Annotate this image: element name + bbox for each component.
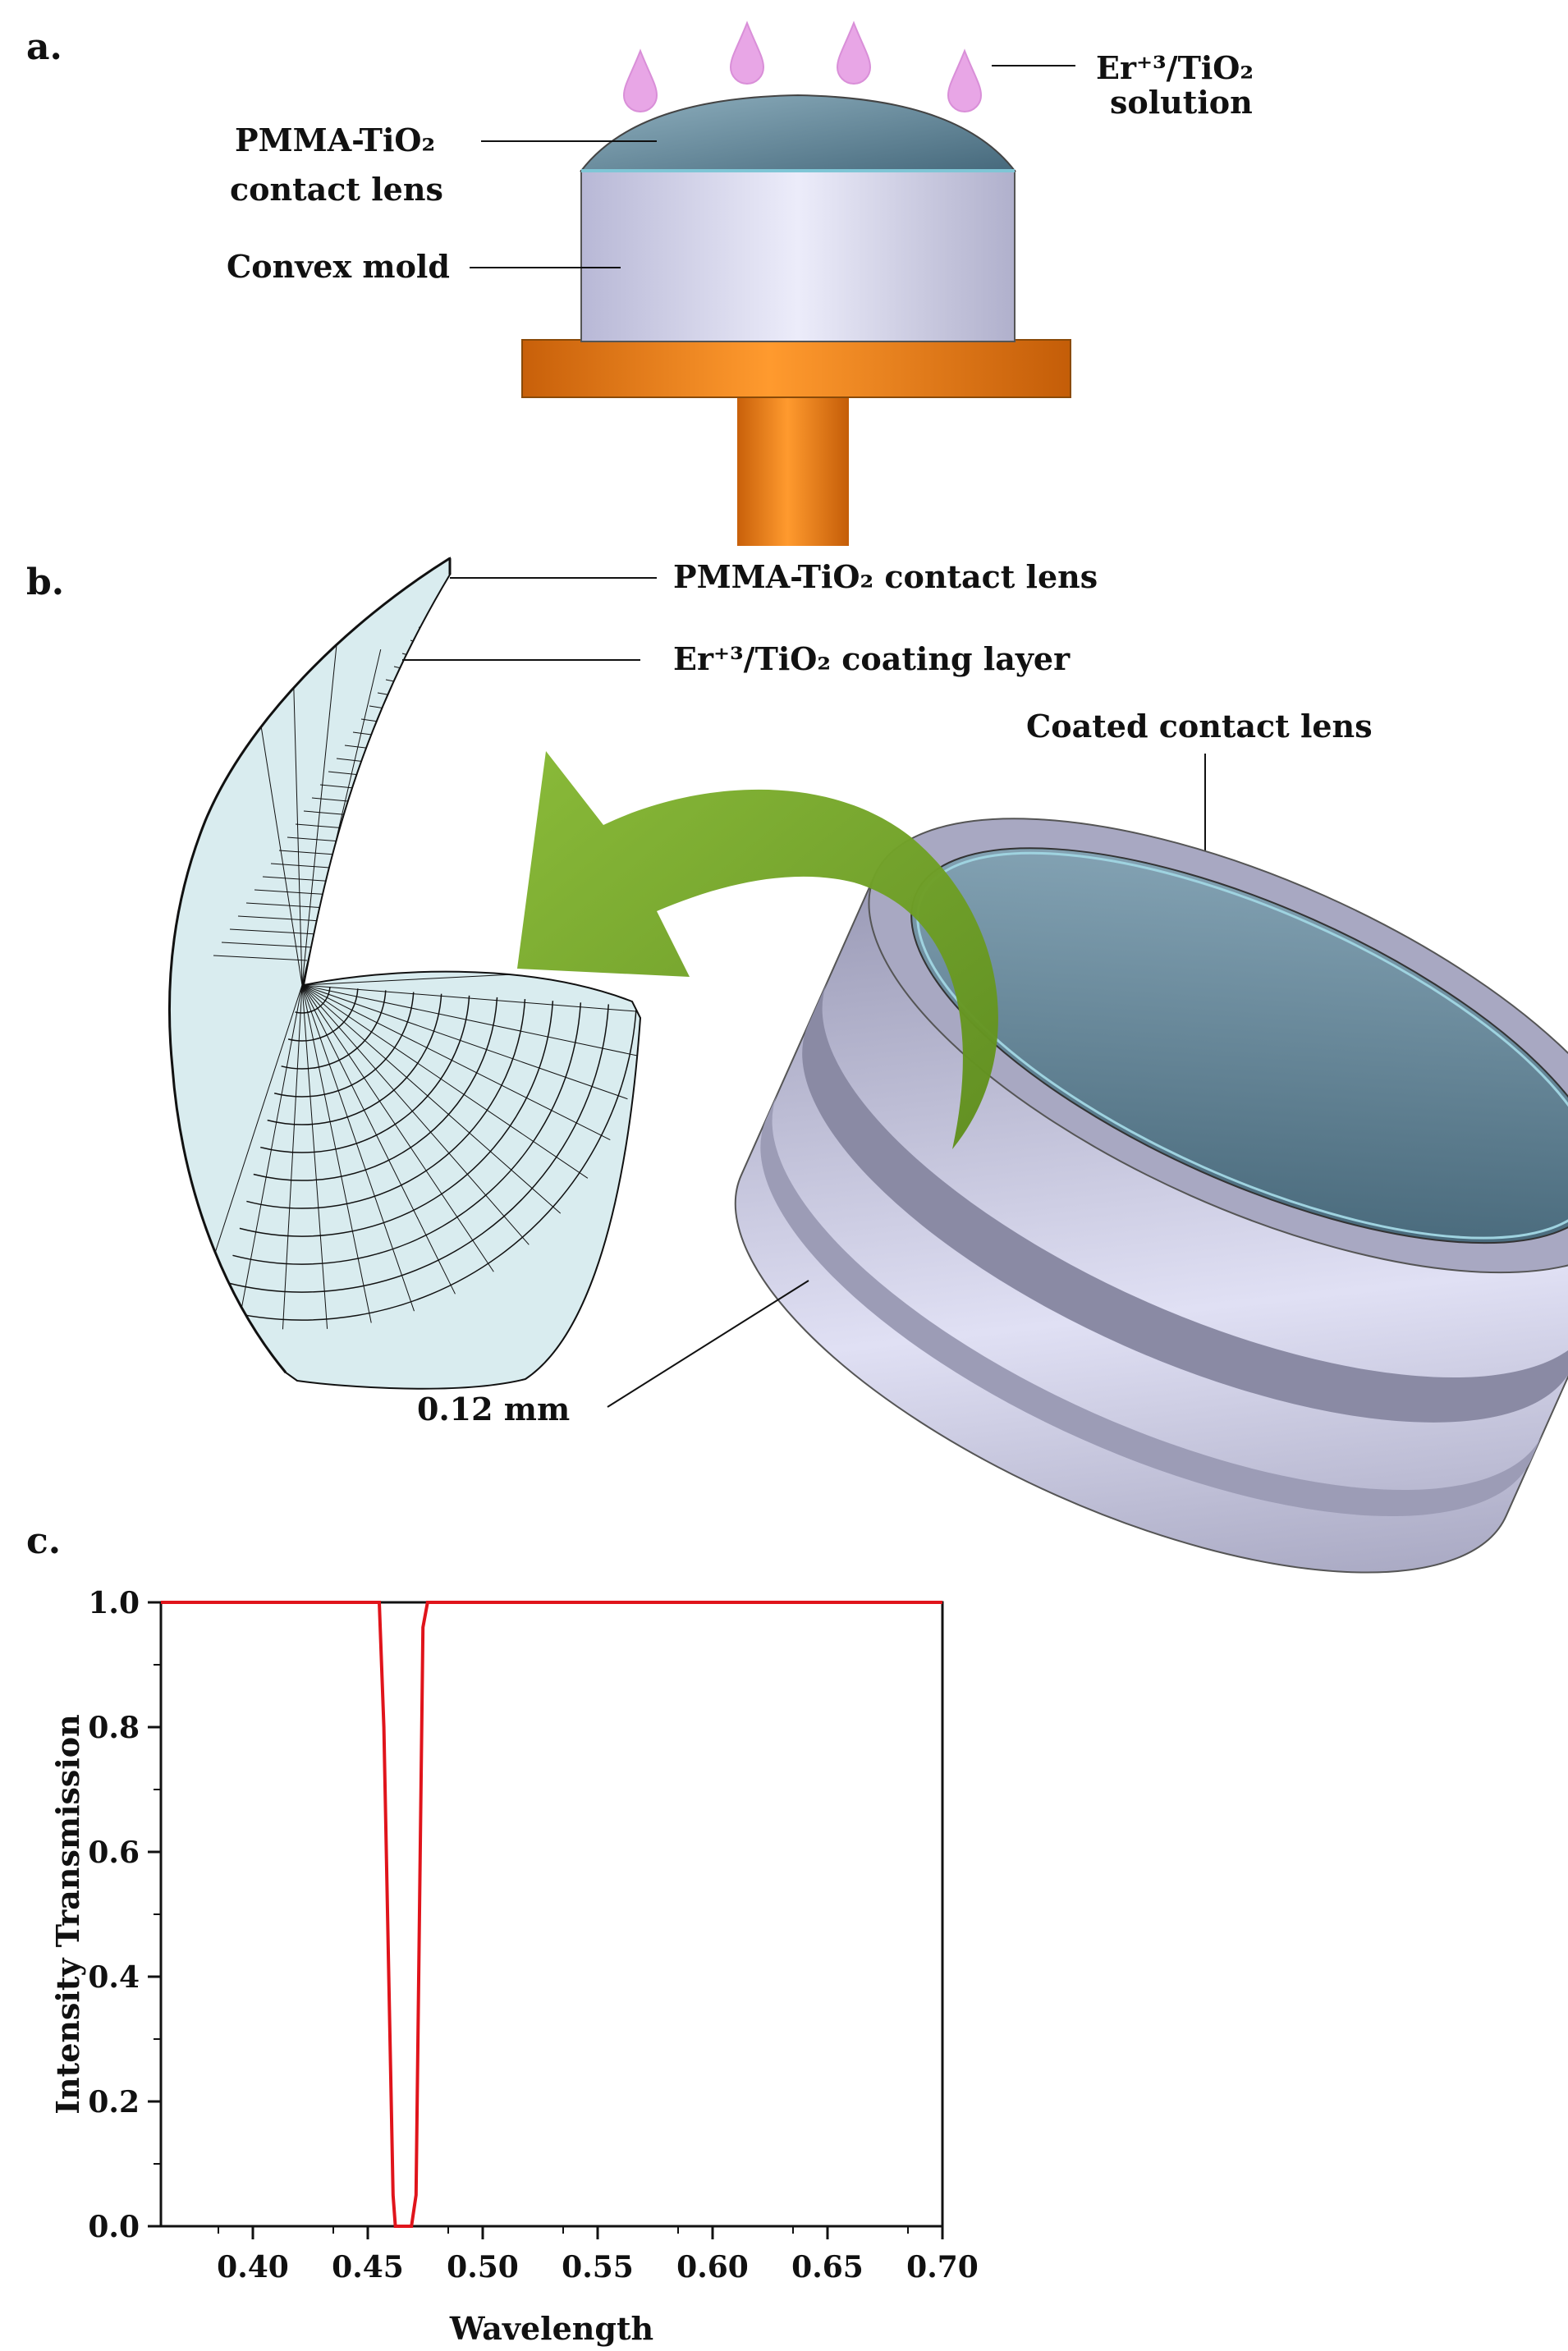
pmma-tio2-contact-lens (579, 94, 1017, 172)
x-axis-label: Wavelength (449, 2310, 653, 2347)
x-tick-label: 0.65 (791, 2250, 864, 2285)
y-tick-label: 0.0 (88, 2210, 140, 2244)
mesh-radial (301, 984, 589, 1179)
plot-frame (159, 1601, 944, 2228)
x-tick-label: 0.40 (217, 2250, 289, 2285)
droplet (729, 21, 765, 85)
mesh-arc (267, 993, 442, 1125)
mold-label: Convex mold (227, 248, 450, 285)
y-tick-label: 0.4 (88, 1960, 140, 1995)
thickness-label: 0.12 mm (417, 1391, 570, 1428)
mesh-arc (239, 1001, 554, 1237)
b-coated-label: Coated contact lens (1026, 708, 1373, 745)
droplet (947, 48, 983, 112)
mesh-slice (213, 955, 308, 961)
mesh-radial (301, 984, 372, 1323)
mesh-radial (291, 640, 303, 986)
mesh-slice (442, 587, 446, 593)
mesh-radial (282, 984, 303, 1330)
solution-label-line2: solution (1110, 84, 1253, 121)
panel-b-label: b. (26, 561, 64, 603)
droplet (836, 21, 872, 85)
mesh-radial (301, 984, 494, 1272)
lens-mesh-cross-section (167, 557, 642, 1390)
lens-label-line2: contact lens (230, 171, 443, 208)
mesh-radial (301, 984, 562, 1214)
coated-contact-lens-3d (734, 818, 1568, 1574)
x-tick-label: 0.70 (906, 2250, 979, 2285)
x-tick-label: 0.45 (332, 2250, 404, 2285)
x-tick-label: 0.50 (447, 2250, 519, 2285)
mesh-slice (237, 915, 323, 922)
mesh-radial (301, 984, 640, 1057)
mesh-arc (246, 999, 526, 1209)
y-tick-label: 0.8 (88, 1711, 140, 1745)
mesh-slice (229, 928, 318, 935)
solution-label-line1: Er⁺³/TiO₂ (1096, 49, 1254, 86)
mesh-arc (273, 992, 415, 1098)
mesh-radial (301, 642, 337, 986)
mesh-arc (260, 995, 470, 1153)
mesh-slice (254, 889, 332, 896)
b-lens-label: PMMA-TiO₂ contact lens (673, 558, 1098, 595)
mesh-radial (238, 984, 303, 1324)
mesh-radial (301, 984, 641, 1013)
panel-a-label: a. (26, 26, 62, 68)
lens-label-line1: PMMA-TiO₂ (235, 121, 435, 158)
mesh-arc (218, 1006, 637, 1321)
mesh-slice (245, 902, 328, 909)
mesh-radial (301, 984, 328, 1329)
mesh-slice (262, 876, 337, 882)
mesh-slice (221, 942, 313, 948)
leader-thickness (607, 1280, 809, 1408)
mesh-radial (301, 984, 530, 1245)
mesh-arc (281, 990, 387, 1070)
series-line (161, 1601, 942, 2228)
green-curved-arrow (517, 751, 998, 1149)
b-coating-label: Er⁺³/TiO₂ coating layer (673, 640, 1071, 677)
mesh-radial (301, 984, 456, 1295)
y-tick-label: 0.6 (88, 1835, 140, 1870)
mold-flange (521, 339, 1071, 398)
x-tick-label: 0.60 (676, 2250, 749, 2285)
mesh-arc (253, 997, 498, 1181)
y-axis-label: Intensity Transmission (49, 1714, 86, 2114)
mesh-slice (426, 613, 436, 620)
droplet (622, 48, 658, 112)
panel-c-label: c. (26, 1520, 61, 1562)
mold-stem (737, 394, 849, 546)
mesh-radial (301, 984, 611, 1141)
y-tick-label: 0.2 (88, 2085, 140, 2120)
mesh-arc (225, 1004, 610, 1293)
y-tick-label: 1.0 (88, 1586, 140, 1620)
solution-droplets (622, 21, 983, 112)
mesh-arc (232, 1002, 582, 1265)
mesh-radial (301, 984, 415, 1312)
x-tick-label: 0.55 (562, 2250, 634, 2285)
transmission-chart: 0.40 0.45 0.50 0.55 0.60 0.65 0.70 0.0 0.2 0.4 0.… (49, 1586, 979, 2347)
mesh-arc (287, 988, 359, 1042)
mesh-radial (301, 984, 628, 1100)
mesh-slice (434, 600, 441, 607)
convex-mold (580, 170, 1016, 342)
